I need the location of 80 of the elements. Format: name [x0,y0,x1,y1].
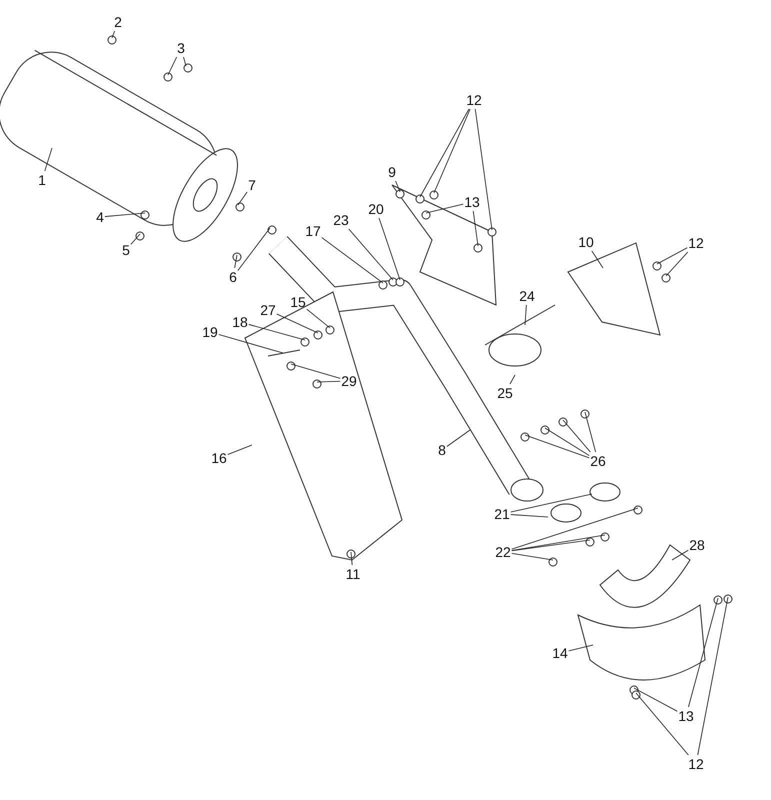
leader-line [234,254,238,268]
callout-number: 28 [689,537,705,553]
callout-number: 16 [211,450,227,466]
leader-line [248,324,306,340]
leader-line [636,692,689,756]
leader-line [524,304,527,326]
leader-line [511,534,606,551]
callout-number: 7 [248,177,256,193]
leader-line [434,108,471,194]
leader-line [568,644,594,652]
callout-number: 29 [341,373,357,389]
leader-line [130,234,140,245]
leader-line [183,56,186,66]
leader-line [510,514,548,518]
callout-number: 18 [232,314,248,330]
leader-line [276,314,318,334]
leader-line [238,228,270,271]
leader-line [474,108,492,230]
leader-line [350,552,353,566]
callout-number: 17 [305,223,321,239]
callout-number: 4 [96,209,104,225]
callout-number: 25 [497,385,513,401]
leader-line [446,430,470,447]
callout-number: 22 [495,544,511,560]
leader-line [395,180,400,192]
leader-line [44,148,52,172]
leader-line [562,420,591,452]
callout-number: 26 [590,453,606,469]
leader-line [112,30,116,38]
leader-line [511,508,638,550]
callout-number: 23 [333,212,349,228]
callout-number: 6 [229,269,237,285]
callout-number: 13 [678,708,694,724]
callout-number: 9 [388,164,396,180]
leader-line [238,192,248,206]
callout-number: 12 [688,235,704,251]
leader-line [168,56,178,76]
leader-line [321,237,384,284]
leader-line [472,210,478,246]
leader-line [584,412,596,452]
callout-number: 5 [122,242,130,258]
leader-line [511,540,590,552]
callout-number: 21 [494,506,510,522]
leader-line [672,550,689,560]
callout-number: 24 [519,288,535,304]
leader-line [666,252,688,276]
callout-number: 2 [114,14,122,30]
leader-line [524,434,590,458]
leader-line [420,108,470,198]
leader-line [378,218,400,280]
leader-line [227,444,252,455]
leader-line [510,494,592,512]
callout-number: 8 [438,442,446,458]
callout-number: 11 [346,566,360,582]
callout-number: 3 [177,40,185,56]
leader-line [426,204,464,214]
callout-number: 14 [552,645,568,661]
leader-line [290,364,341,379]
leader-line [591,250,604,268]
leader-line [688,598,718,708]
leader-line [348,228,394,280]
callout-number: 20 [368,201,384,217]
leader-line [316,380,341,382]
callout-number: 1 [38,172,46,188]
leader-line [697,596,728,756]
leader-line [510,374,516,384]
leader-line [104,212,146,217]
callout-number: 19 [202,324,218,340]
leader-line [306,308,330,328]
leader-line [218,334,284,354]
callout-number: 15 [290,294,306,310]
leader-line [511,553,554,560]
callout-number: 12 [466,92,482,108]
callout-number: 10 [578,234,594,250]
leader-line [544,428,590,456]
leader-line [656,247,688,264]
callout-number: 13 [464,194,480,210]
callout-number: 27 [260,302,276,318]
leader-line [634,688,678,712]
callout-number: 12 [688,756,704,772]
